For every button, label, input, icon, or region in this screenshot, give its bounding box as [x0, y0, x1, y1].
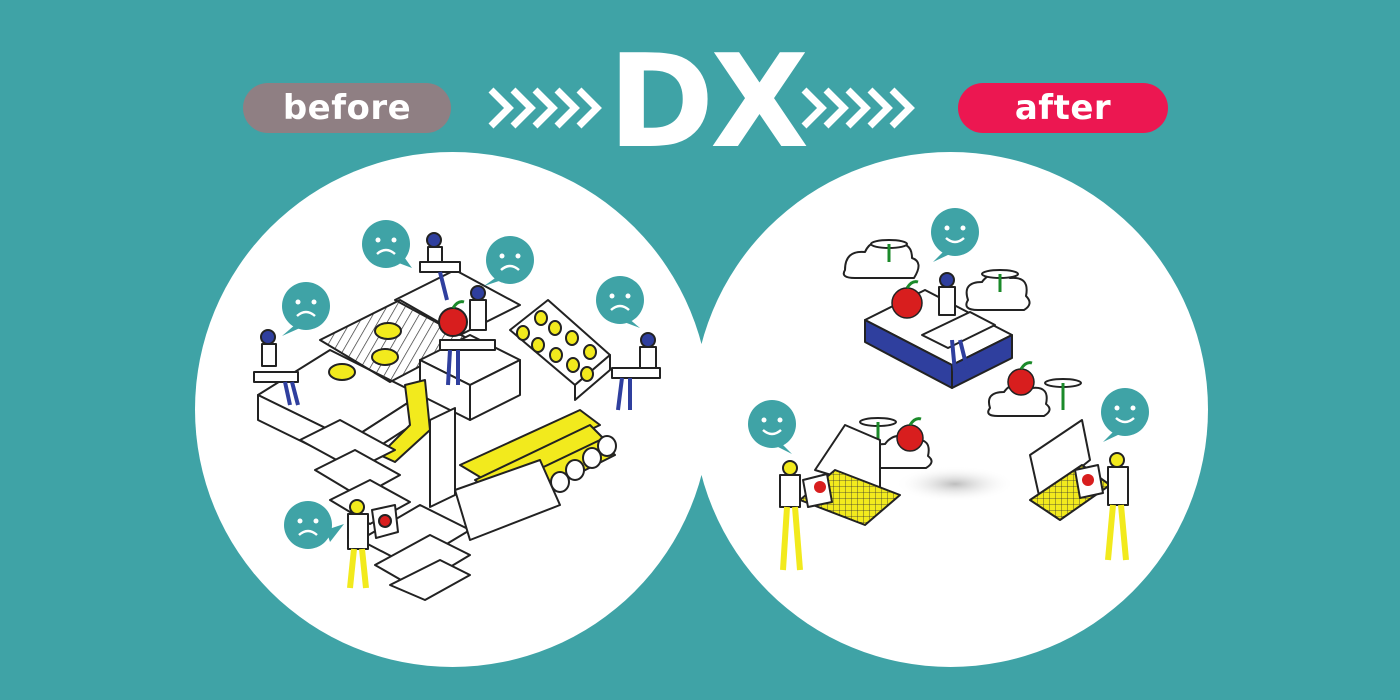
apple-icon	[1007, 361, 1035, 396]
smile-face-icon	[748, 400, 796, 454]
double-right-chevrons-icon	[801, 87, 915, 129]
drone-icon	[859, 239, 1082, 445]
before-label: before	[282, 88, 412, 128]
sad-face-icon	[596, 276, 644, 328]
apple-icon	[438, 300, 468, 337]
after-label-pill: after	[958, 83, 1168, 133]
before-factory-scene	[253, 232, 661, 601]
smile-face-icon	[931, 208, 979, 262]
apple-icon	[814, 481, 826, 493]
apple-icon	[896, 417, 924, 452]
sad-face-icon	[484, 236, 534, 286]
smile-face-icon	[1101, 388, 1149, 442]
dx-title: DX	[608, 28, 809, 177]
after-digital-scene	[779, 239, 1129, 571]
sad-face-icon	[282, 282, 330, 336]
apple-icon	[1082, 474, 1094, 486]
sad-face-icon	[284, 501, 344, 549]
before-label-pill: before	[243, 83, 451, 133]
sad-face-icon	[362, 220, 412, 268]
apple-icon	[891, 280, 923, 319]
after-label: after	[1014, 88, 1112, 128]
double-right-chevrons-icon	[488, 87, 602, 129]
